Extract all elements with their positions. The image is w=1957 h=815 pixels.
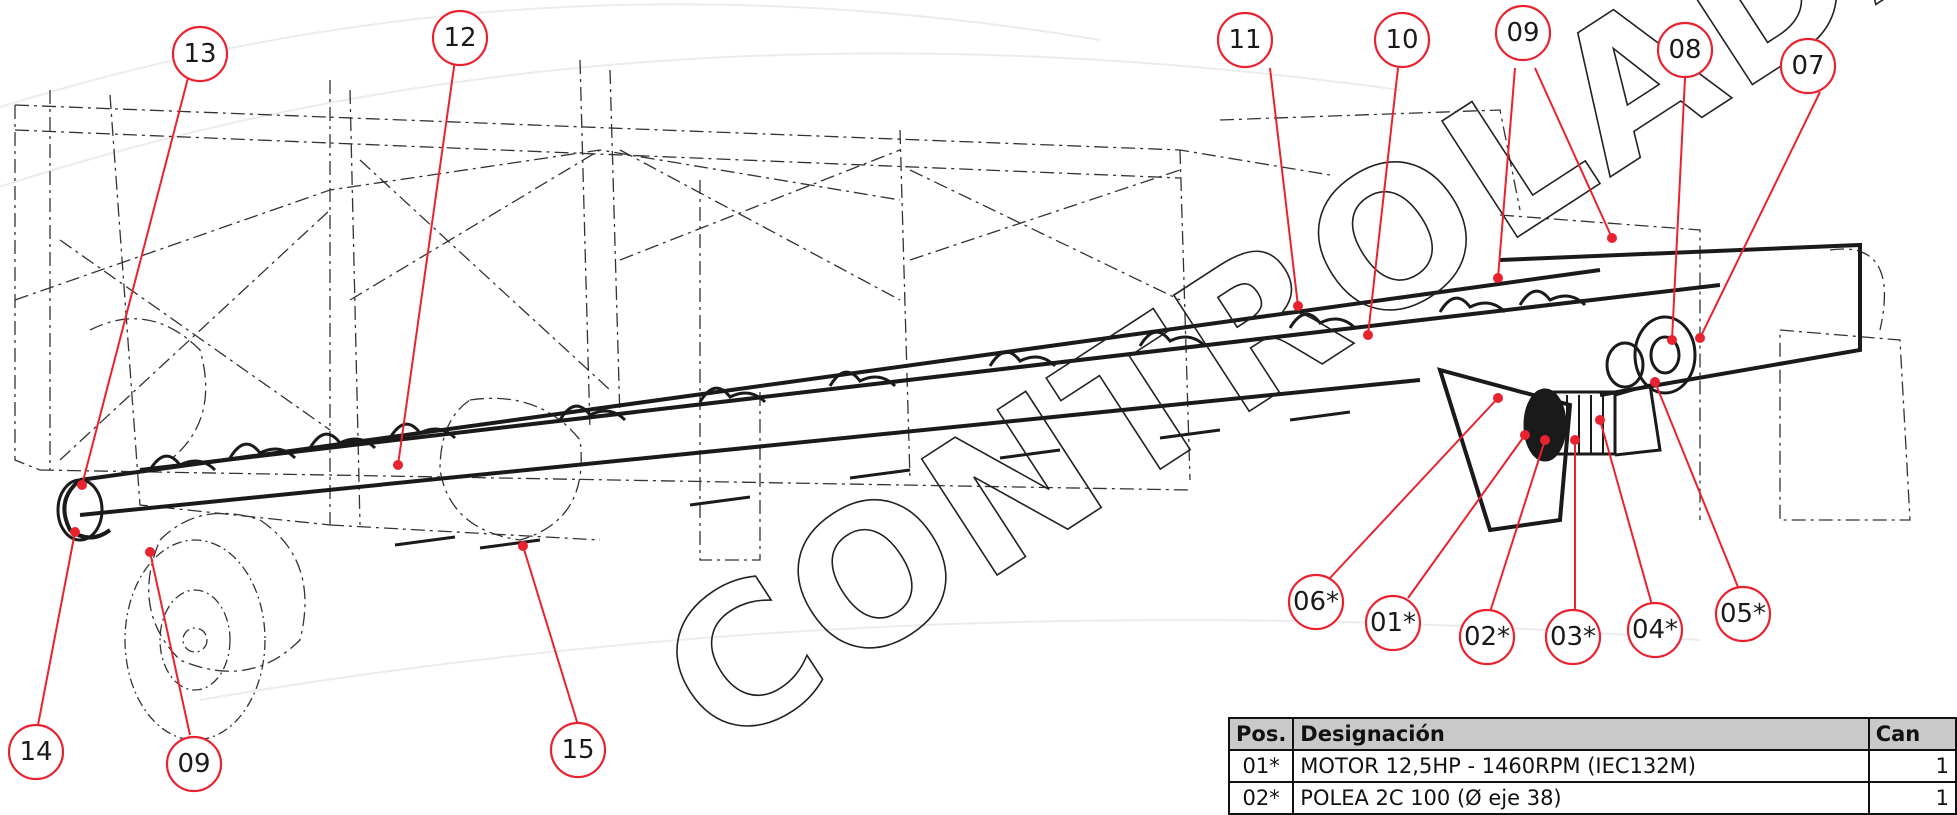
chassis-frame [14,59,1911,672]
tail-pulley [56,478,104,542]
callout-04: 04* [1626,601,1684,659]
callout-11: 11 [1216,11,1274,69]
svg-text:10: 10 [1385,25,1418,55]
header-designation: Designación [1292,717,1870,751]
svg-text:07: 07 [1791,51,1824,81]
conveyor-assembly-drawing: CONTROLADA [0,0,1957,794]
row-pos: 02* [1227,781,1295,815]
callout-03: 03* [1544,608,1602,666]
drive-pulley [1605,341,1645,389]
svg-text:01*: 01* [1370,608,1416,638]
row-qty: 1 [1867,749,1957,783]
callout-12: 12 [431,9,489,67]
svg-text:13: 13 [183,39,216,69]
callout-13: 13 [171,25,229,83]
row-pos: 01* [1227,749,1295,783]
callout-10: 10 [1373,11,1431,69]
row-designation: POLEA 2C 100 (Ø eje 38) [1292,781,1870,815]
svg-text:05*: 05* [1720,599,1766,629]
svg-text:09: 09 [1506,18,1539,48]
pulleys [56,315,1697,542]
parts-table: Pos. Designación Can 01* MOTOR 12,5HP - … [1227,717,1957,815]
table-row: 02* POLEA 2C 100 (Ø eje 38) 1 [1227,781,1957,815]
parts-table-header: Pos. Designación Can [1227,717,1957,751]
header-pos: Pos. [1227,717,1295,751]
callout-02: 02* [1458,608,1516,666]
idler-rollers [148,289,1587,472]
svg-text:02*: 02* [1464,622,1510,652]
svg-text:15: 15 [561,735,594,765]
leader-dots [70,233,1705,557]
motor [1523,383,1662,462]
svg-text:11: 11 [1228,25,1261,55]
leader-lines [37,59,1821,736]
svg-text:09: 09 [177,749,210,779]
parts-table-clip: Pos. Designación Can 01* MOTOR 12,5HP - … [1227,717,1957,815]
return-idlers [394,410,1351,550]
callout-balloons: 13 12 11 10 09 08 07 06* [7,4,1837,793]
svg-text:08: 08 [1668,35,1701,65]
svg-text:12: 12 [443,23,476,53]
row-designation: MOTOR 12,5HP - 1460RPM (IEC132M) [1292,749,1870,783]
svg-text:04*: 04* [1632,615,1678,645]
callout-01: 01* [1364,594,1422,652]
row-qty: 1 [1867,781,1957,815]
callout-09-top: 09 [1494,4,1552,62]
svg-text:06*: 06* [1293,587,1339,617]
head-pulley [1633,315,1697,395]
table-row: 01* MOTOR 12,5HP - 1460RPM (IEC132M) 1 [1227,749,1957,783]
callout-15: 15 [549,721,607,779]
callout-09-bottom: 09 [165,735,223,793]
callout-06: 06* [1287,573,1345,631]
header-qty: Can [1867,717,1957,751]
callout-08: 08 [1656,21,1714,79]
callout-05: 05* [1714,585,1772,643]
callout-14: 14 [7,723,65,781]
svg-text:03*: 03* [1550,622,1596,652]
svg-text:14: 14 [19,737,52,767]
callout-07: 07 [1779,37,1837,95]
